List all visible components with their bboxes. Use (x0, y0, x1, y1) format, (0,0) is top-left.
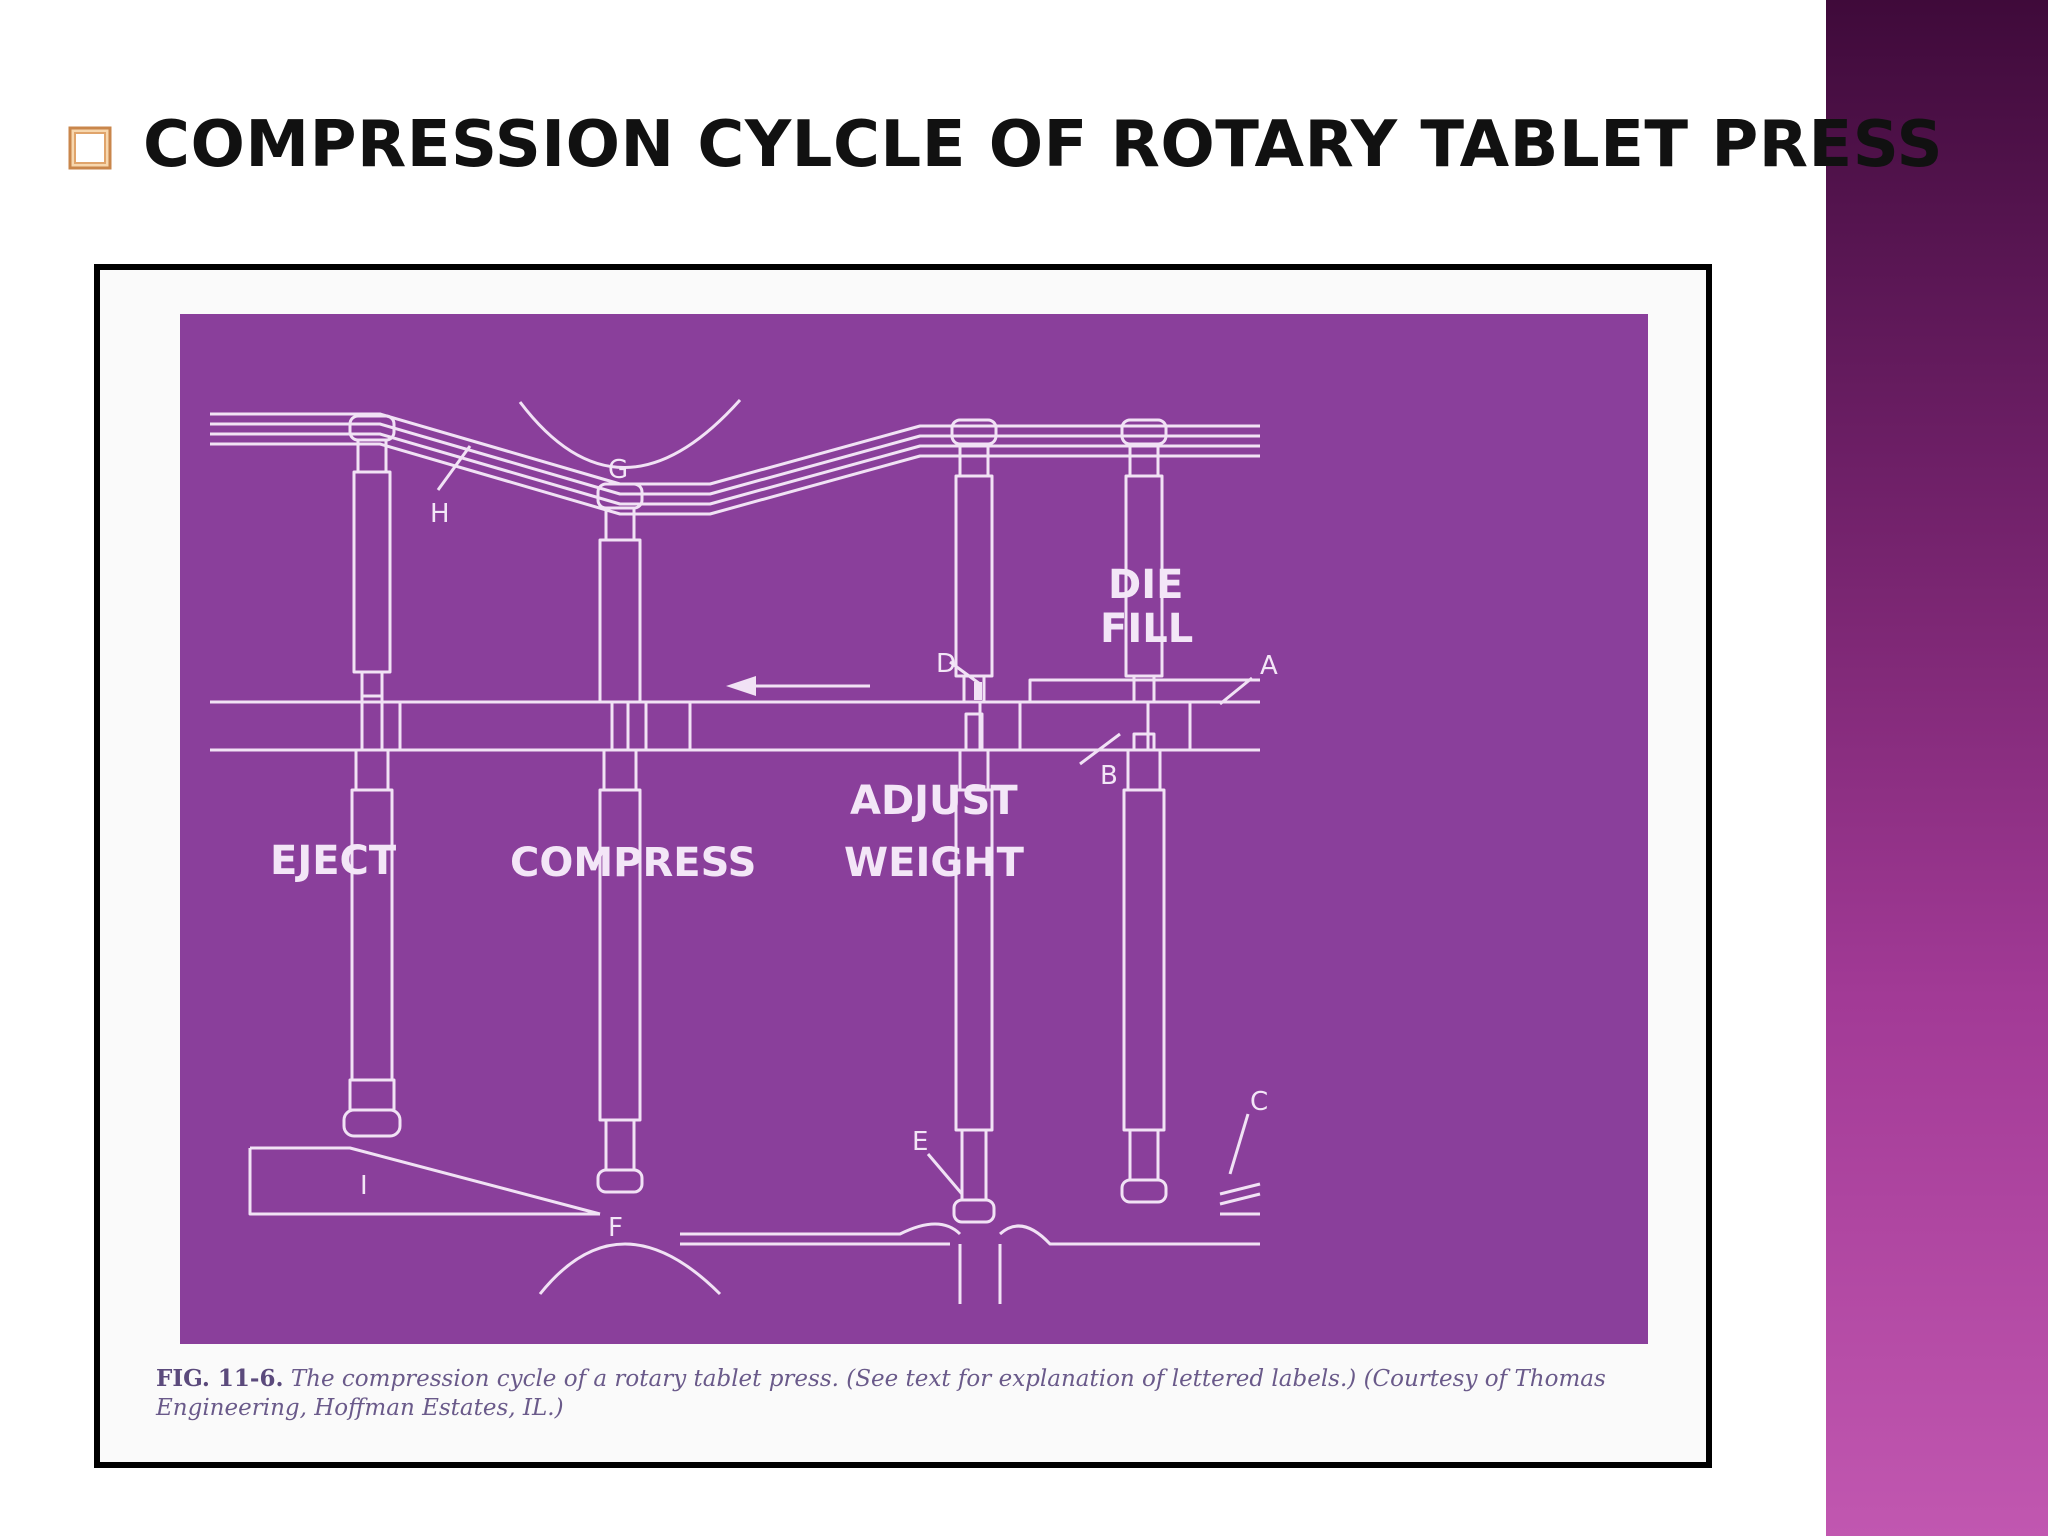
label-die: DIE (1108, 562, 1183, 608)
label-adjust: ADJUST (850, 778, 1018, 824)
letter-b: B (1100, 761, 1118, 791)
decorative-side-band (1826, 0, 2048, 1536)
letter-c: C (1250, 1087, 1268, 1117)
letter-g: G (608, 455, 628, 485)
label-weight: WEIGHT (844, 840, 1025, 886)
figure-frame: EJECT COMPRESS ADJUST WEIGHT DIE FILL A … (94, 264, 1712, 1468)
slide-title: COMPRESSION CYLCLE OF ROTARY TABLET PRES… (143, 108, 1943, 182)
letter-i: I (360, 1171, 368, 1201)
checkbox-bullet-icon (68, 126, 112, 170)
label-fill: FILL (1100, 606, 1193, 652)
letter-h: H (430, 499, 450, 529)
letter-a: A (1260, 651, 1278, 681)
label-compress: COMPRESS (510, 840, 756, 886)
figure-caption: FIG. 11-6. The compression cycle of a ro… (156, 1364, 1666, 1423)
label-eject: EJECT (270, 838, 397, 884)
letter-e: E (912, 1127, 928, 1157)
letter-d: D (936, 649, 956, 679)
letter-f: F (608, 1213, 623, 1243)
press-diagram-svg: EJECT COMPRESS ADJUST WEIGHT DIE FILL A … (180, 314, 1648, 1344)
press-diagram: EJECT COMPRESS ADJUST WEIGHT DIE FILL A … (180, 314, 1648, 1344)
figure-caption-text: The compression cycle of a rotary tablet… (156, 1366, 1606, 1421)
figure-number: FIG. 11-6. (156, 1365, 284, 1392)
